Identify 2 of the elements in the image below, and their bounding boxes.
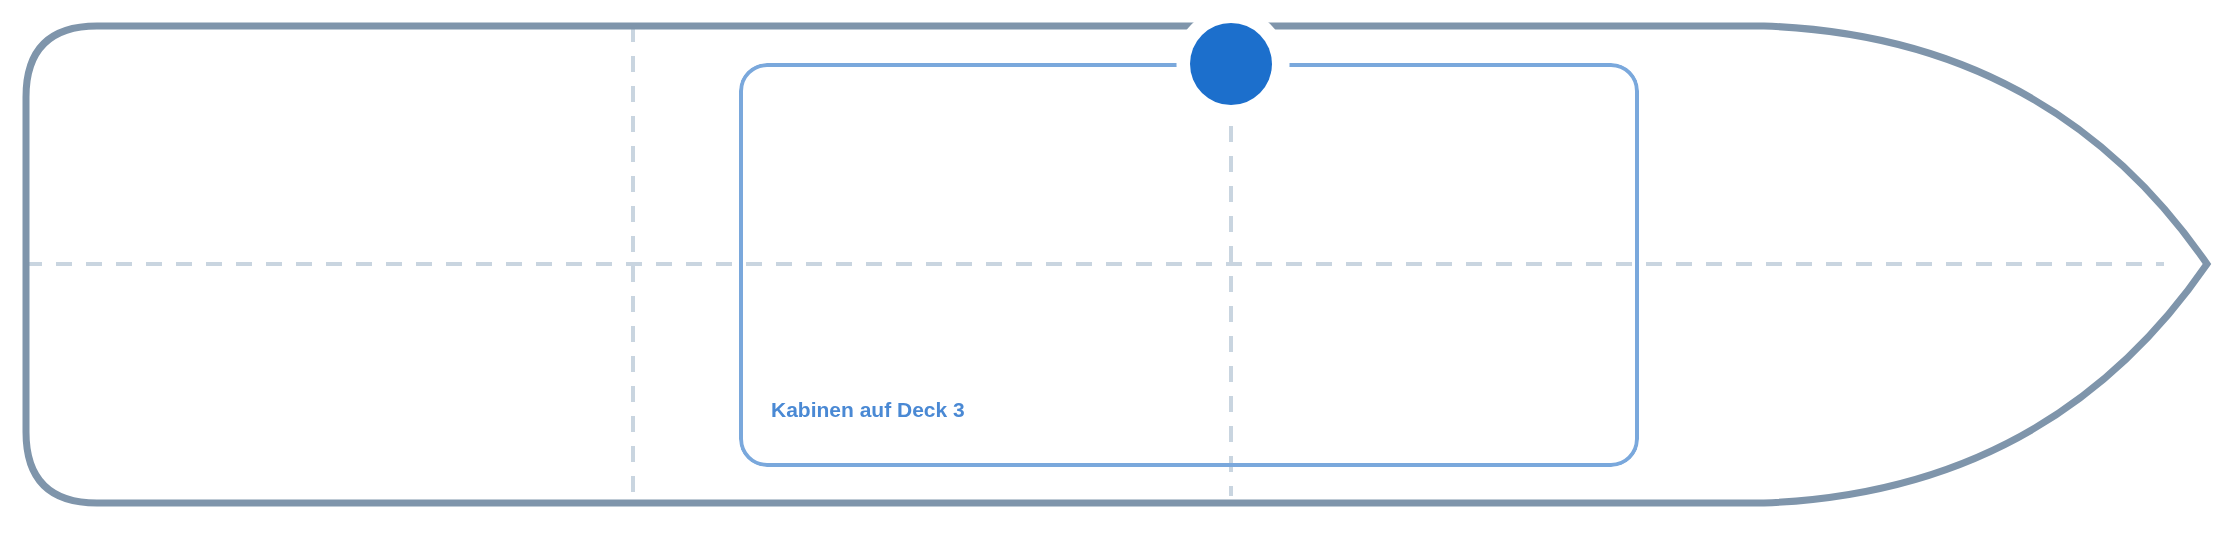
area-label: Kabinen auf Deck 3 bbox=[771, 396, 965, 423]
cabin-area-box bbox=[739, 63, 1639, 467]
